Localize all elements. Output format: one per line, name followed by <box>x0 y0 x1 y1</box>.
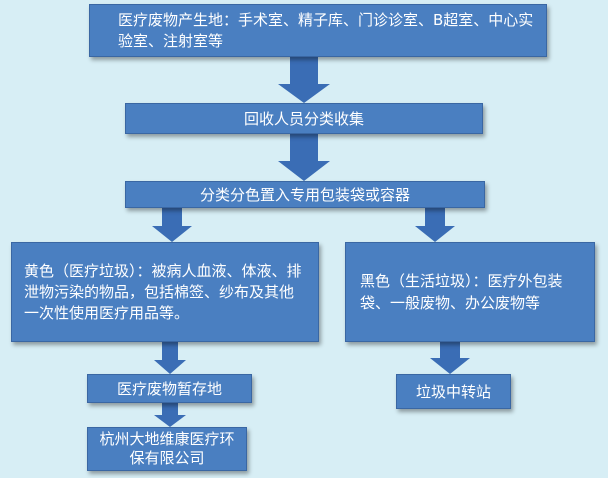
arrow-source-to-collect <box>278 57 330 103</box>
sort-box-text: 分类分色置入专用包装袋或容器 <box>199 186 410 204</box>
yellow-waste-box-text: 黄色（医疗垃圾）：被病人血液、体液、排泄物污染的物品，包括棉签、纱布及其他一次性… <box>24 261 302 322</box>
company-box-text: 杭州大地维康医疗环保有限公司 <box>99 430 235 467</box>
arrow-black-to-transfer <box>430 342 470 374</box>
transfer-box-text: 垃圾中转站 <box>415 383 491 401</box>
source-box-text: 医疗废物产生地：手术室、精子库、门诊诊室、B超室、中心实验室、注射室等 <box>118 10 534 50</box>
arrow-sort-to-black <box>415 208 455 242</box>
storage-box: 医疗废物暂存地 <box>87 374 252 403</box>
transfer-box: 垃圾中转站 <box>396 374 511 409</box>
yellow-waste-box: 黄色（医疗垃圾）：被病人血液、体液、排泄物污染的物品，包括棉签、纱布及其他一次性… <box>11 242 319 342</box>
arrow-sort-to-yellow <box>152 208 192 242</box>
collect-box: 回收人员分类收集 <box>125 103 483 134</box>
source-box: 医疗废物产生地：手术室、精子库、门诊诊室、B超室、中心实验室、注射室等 <box>89 4 547 57</box>
arrow-collect-to-sort <box>278 134 330 181</box>
collect-box-text: 回收人员分类收集 <box>243 110 364 128</box>
sort-box: 分类分色置入专用包装袋或容器 <box>125 181 485 208</box>
storage-box-text: 医疗废物暂存地 <box>116 380 222 398</box>
arrow-storage-to-company <box>154 403 186 427</box>
company-box: 杭州大地维康医疗环保有限公司 <box>87 427 247 471</box>
black-waste-box: 黑色（生活垃圾）：医疗外包装袋、一般废物、办公废物等 <box>345 242 595 342</box>
black-waste-box-text: 黑色（生活垃圾）：医疗外包装袋、一般废物、办公废物等 <box>360 272 563 312</box>
arrow-yellow-to-storage <box>154 342 186 374</box>
